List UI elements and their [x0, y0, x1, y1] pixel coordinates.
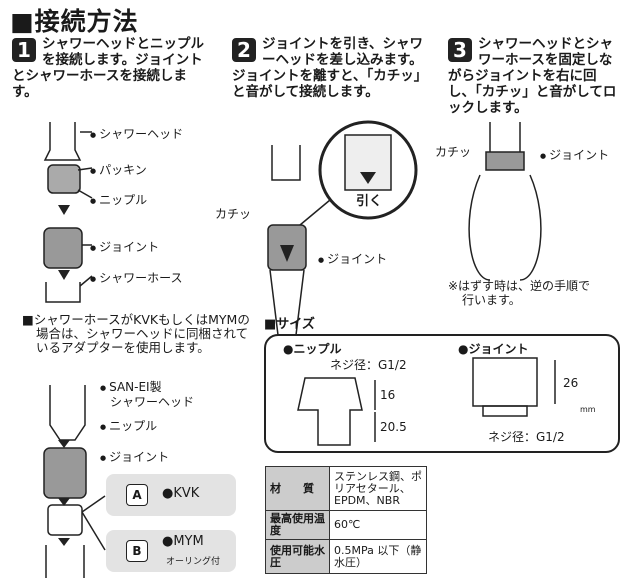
adapter-mym: B ●MYM オーリング付 [106, 530, 236, 572]
label-shower-head: シャワーヘッド [90, 125, 183, 142]
label-hose: シャワーホース [90, 269, 182, 286]
label-text: SAN-EI製 [109, 380, 162, 394]
pull-text: 引く [356, 194, 383, 209]
label-joint: ジョイント [318, 250, 387, 267]
nipple-top-height: 16 [380, 388, 396, 402]
label-joint: ジョイント [540, 146, 609, 163]
hose-drawing [45, 282, 81, 303]
step-text: シャワーヘッドとシャワーホースを固定しながらジョイントを右に回し、「カチッ」と音… [448, 36, 617, 116]
nipple-drawing [47, 164, 81, 194]
step-text: ジョイントを引き、シャワーヘッドを差し込みます。ジョイントを離すと、「カチッ」と… [232, 36, 428, 100]
label-joint: ジョイント [100, 448, 169, 465]
joint-title: ●ジョイント [458, 342, 529, 356]
size-box [264, 334, 620, 453]
label-joint: ジョイント [90, 238, 159, 255]
label-packing: パッキン [90, 161, 147, 178]
adapter-a-icon: A [126, 484, 148, 506]
joint-height: 26 [563, 376, 579, 390]
kvk-label: ●KVK [162, 486, 200, 501]
nipple-dimension-drawing [297, 377, 363, 446]
step-number: 2 [232, 38, 256, 62]
note-line: ※はずす時は、逆の手順で [448, 279, 591, 293]
nipple-bottom-height: 20.5 [380, 420, 407, 434]
label-nipple: ニップル [90, 191, 147, 208]
spec-value: ステンレス鋼、ポリアセタール、EPDM、NBR [329, 466, 427, 511]
table-row: 材 質ステンレス鋼、ポリアセタール、EPDM、NBR [265, 466, 427, 511]
click-sound-text: カチッ [215, 207, 252, 221]
step-text: シャワーヘッドとニップルを接続します。ジョイントとシャワーホースを接続します。 [12, 36, 204, 100]
spec-key: 材 質 [265, 466, 330, 511]
adapter-note: ■シャワーホースがKVKもしくはMYMの場合は、シャワーヘッドに同梱されているア… [22, 312, 250, 355]
adapter-kvk: A ●KVK [106, 474, 236, 516]
label-nipple: ニップル [100, 417, 157, 434]
unit: mm [580, 405, 596, 414]
adapter-b-icon: B [126, 540, 148, 562]
spec-key: 最高使用温度 [265, 510, 330, 540]
step-number: 3 [448, 38, 472, 62]
spec-key: 使用可能水圧 [265, 539, 330, 574]
removal-note: ※はずす時は、逆の手順で行います。 [448, 279, 590, 307]
step-number: 1 [12, 38, 36, 62]
mym-label: ●MYM [162, 534, 204, 549]
nipple-title: ●ニップル [283, 342, 342, 356]
spec-value: 60℃ [329, 510, 427, 540]
oring-label: オーリング付 [166, 557, 221, 567]
click-sound-text: カチッ [435, 145, 472, 159]
spec-value: 0.5MPa 以下（静水圧） [329, 539, 427, 574]
shower-head-drawing [43, 122, 82, 161]
size-section-title: ■サイズ [264, 317, 315, 332]
joint-drawing [43, 227, 83, 269]
label-text: シャワーヘッド [110, 394, 195, 409]
nipple-thread: ネジ径：G1/2 [330, 358, 407, 372]
note-line: 行います。 [462, 293, 521, 307]
page-title: ■接続方法 [10, 7, 139, 36]
joint-thread: ネジ径：G1/2 [488, 430, 565, 444]
